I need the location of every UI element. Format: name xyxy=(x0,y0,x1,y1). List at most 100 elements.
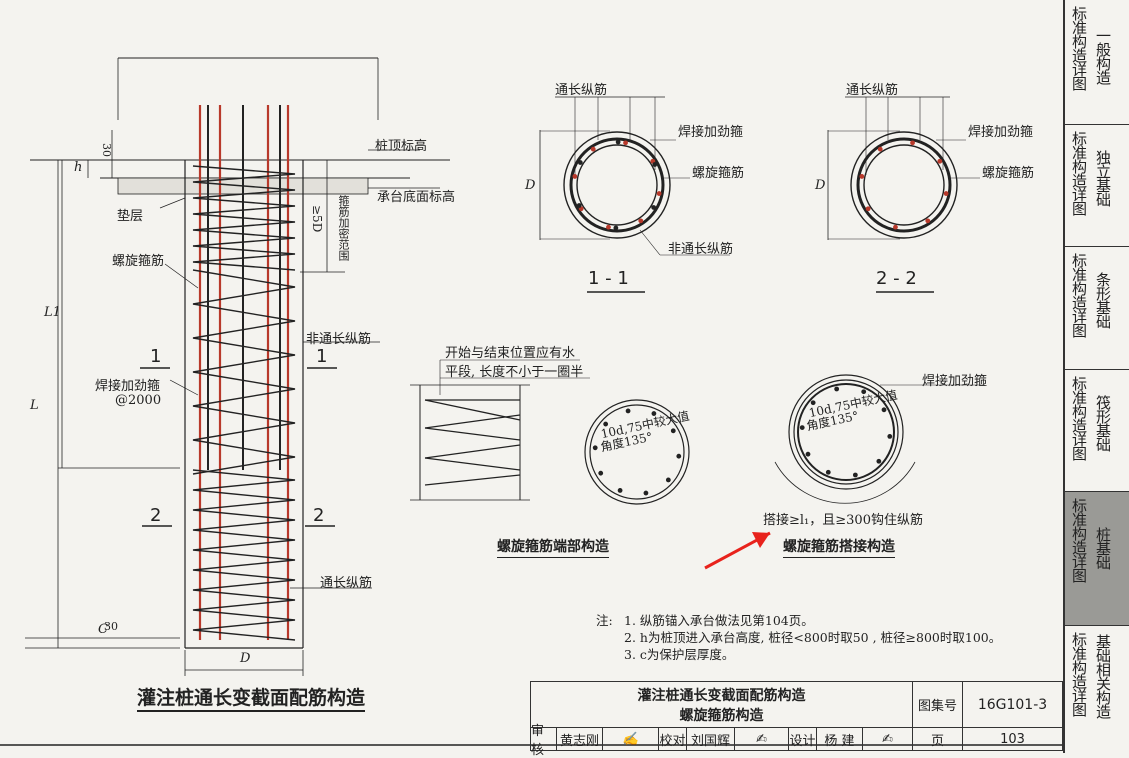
spiral-stirrup-path xyxy=(192,469,296,641)
lap-note: 搭接≥l₁，且≥300钩住纵筋 xyxy=(763,513,923,528)
note-item-2: 2. h为桩顶进入承台高度, 桩径<800时取50 , 桩径≥800时取100。 xyxy=(624,630,1002,645)
rebar-dot xyxy=(576,203,582,208)
rebar-dot xyxy=(910,140,915,146)
rebar-dot xyxy=(852,472,858,478)
lap-weld-label: 焊接加劲箍 xyxy=(922,374,988,389)
rebar-dot xyxy=(877,146,883,152)
tab-strip-foundation[interactable]: 标准构造详图 条形基础 xyxy=(1065,247,1129,370)
checker: 刘国辉 xyxy=(687,728,735,750)
s2-dim-d: D xyxy=(815,178,826,193)
atlas-number: 16G101-3 xyxy=(963,682,1062,728)
dim-h: h xyxy=(74,160,83,175)
rebar-dot xyxy=(625,408,631,414)
rebar-dot xyxy=(810,400,816,406)
rebar-dot xyxy=(623,140,628,146)
tab-label: 一般构造 xyxy=(1094,28,1112,84)
rebar-dot xyxy=(676,453,682,459)
checker-signature: ✍ xyxy=(735,728,789,750)
lap-detail-title: 螺旋箍筋搭接构造 xyxy=(783,536,895,558)
rebar-dot xyxy=(893,224,898,230)
section-mark-2-right: 2 xyxy=(313,505,325,526)
tab-isolated-foundation[interactable]: 标准构造详图 独立基础 xyxy=(1065,125,1129,247)
end-note-line2: 平段, 长度不小于一圈半 xyxy=(445,365,584,380)
rebar-dot xyxy=(617,488,623,493)
s2-spiral-label: 螺旋箍筋 xyxy=(982,166,1035,181)
title-block-title: 灌注桩通长变截面配筋构造 螺旋箍筋构造 xyxy=(531,682,913,728)
tab-label: 基础相关构造 xyxy=(1094,634,1112,718)
rebar-dot xyxy=(861,389,867,395)
review-label: 审核 xyxy=(531,724,557,758)
spiral-stirrup-path xyxy=(192,165,296,271)
spiral-label: 螺旋箍筋 xyxy=(112,254,165,269)
tab-prefix: 标准构造详图 xyxy=(1070,131,1088,215)
tab-prefix: 标准构造详图 xyxy=(1070,632,1088,716)
s1-caption: 1 - 1 xyxy=(588,268,629,289)
dim-30-top: 30 xyxy=(100,143,113,157)
cap-bottom-elev-label: 承台底面标高 xyxy=(377,190,456,205)
tab-label: 条形基础 xyxy=(1094,272,1112,328)
dim-c: C xyxy=(98,622,108,637)
s1-spiral-label: 螺旋箍筋 xyxy=(692,166,745,181)
tab-label: 桩基础 xyxy=(1094,527,1112,569)
rebar-dot xyxy=(937,158,943,164)
rebar-dot xyxy=(943,191,949,196)
rebar-dot xyxy=(859,174,865,179)
weld-ring-spacing: @2000 xyxy=(115,393,162,408)
dim-l1: L1 xyxy=(44,305,61,320)
rebar-dot xyxy=(670,428,676,434)
rebar-dot xyxy=(665,477,671,483)
title-line2: 螺旋箍筋构造 xyxy=(679,707,764,724)
rebar-dot xyxy=(598,470,604,476)
section-1-1-drawing xyxy=(539,96,730,293)
note-item-3: 3. c为保护层厚度。 xyxy=(624,647,735,662)
dense-zone-label: 箍筋加密范围 xyxy=(337,195,350,261)
note-item-1: 1. 纵筋锚入承台做法见第104页。 xyxy=(624,613,814,628)
spiral-stirrup-path xyxy=(192,269,296,475)
page-label: 页 xyxy=(913,728,963,750)
rebar-dot xyxy=(656,191,662,196)
min-5d-label: ≥5D xyxy=(310,205,324,233)
rebar-dot xyxy=(865,206,871,212)
section-mark-1-left: 1 xyxy=(150,346,162,367)
rebar-dot xyxy=(799,425,805,431)
rebar-dot xyxy=(615,139,621,145)
rebar-dot xyxy=(577,160,583,165)
rebar-dot xyxy=(606,224,611,230)
end-note-line1: 开始与结束位置应有水 xyxy=(445,346,576,361)
reviewer: 黄志刚 xyxy=(557,728,603,750)
s1-non-through-label: 非通长纵筋 xyxy=(668,242,734,257)
designer-signature: ✍ xyxy=(863,728,913,750)
rebar-dot xyxy=(834,386,840,392)
notes-list: 1. 纵筋锚入承台做法见第104页。 2. h为桩顶进入承台高度, 桩径<800… xyxy=(624,612,1001,663)
tab-prefix: 标准构造详图 xyxy=(1070,498,1088,582)
non-through-label: 非通长纵筋 xyxy=(306,332,372,347)
check-label: 校对 xyxy=(659,728,687,750)
title-line1: 灌注桩通长变截面配筋构造 xyxy=(637,687,806,704)
rebar-dot xyxy=(876,458,882,464)
s1-through-label: 通长纵筋 xyxy=(555,83,608,98)
tab-prefix: 标准构造详图 xyxy=(1070,253,1088,337)
rebar-dot xyxy=(651,411,657,416)
page-number: 103 xyxy=(1000,731,1025,747)
s2-caption: 2 - 2 xyxy=(876,268,917,289)
rebar-dot xyxy=(572,174,578,179)
rebar-dot xyxy=(651,205,657,210)
tab-related-structure[interactable]: 标准构造详图 基础相关构造 xyxy=(1065,626,1129,753)
notes-prefix: 注: xyxy=(596,613,613,628)
rebar-dot xyxy=(592,445,598,451)
rebar-dot xyxy=(825,469,831,475)
tab-general[interactable]: 标准构造详图 一般构造 xyxy=(1065,0,1129,125)
section-2-2-drawing xyxy=(827,96,980,293)
weld-ring-label: 焊接加劲箍 xyxy=(95,379,161,394)
dim-l: L xyxy=(30,398,39,413)
rebar-dot xyxy=(643,490,649,496)
tab-prefix: 标准构造详图 xyxy=(1070,376,1088,460)
design-label: 设计 xyxy=(789,728,817,750)
title-block: 灌注桩通长变截面配筋构造 螺旋箍筋构造 图集号 16G101-3 审核 黄志刚 … xyxy=(530,681,1063,758)
through-bar-label: 通长纵筋 xyxy=(320,576,373,591)
s2-through-label: 通长纵筋 xyxy=(846,83,899,98)
rebar-dot xyxy=(881,407,887,413)
tab-pile-foundation[interactable]: 标准构造详图 桩基础 xyxy=(1065,492,1129,626)
tab-label: 独立基础 xyxy=(1094,150,1112,206)
tab-raft-foundation[interactable]: 标准构造详图 筏形基础 xyxy=(1065,370,1129,492)
